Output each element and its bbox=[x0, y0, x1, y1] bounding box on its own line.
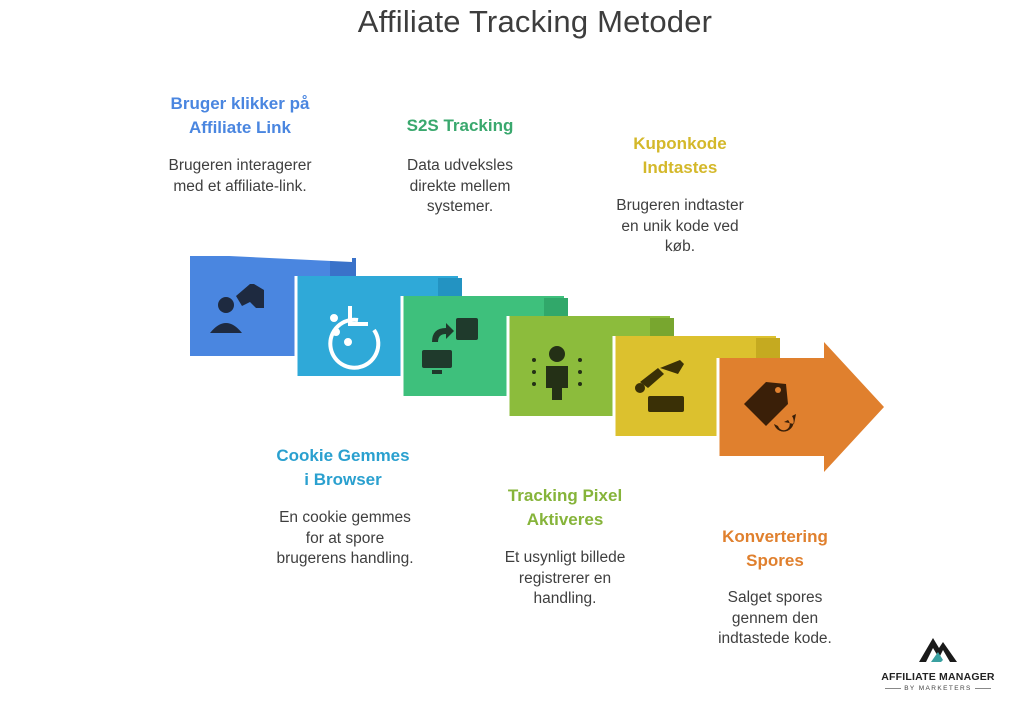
step-2-description: En cookie gemmes for at spore brugerens … bbox=[276, 509, 414, 567]
step-6-arrow bbox=[718, 342, 884, 472]
step-5-description: Brugeren indtaster en unik kode ved køb. bbox=[616, 197, 744, 255]
step-3-heading: S2S Tracking bbox=[406, 116, 514, 135]
step-6-heading: Konvertering Spores bbox=[722, 527, 828, 570]
step-4-description: Et usynligt billede registrerer en handl… bbox=[504, 549, 626, 607]
mountain-logo-icon bbox=[919, 638, 957, 662]
tag-refresh-icon bbox=[744, 382, 796, 432]
step-1-heading: Bruger klikker på Affiliate Link bbox=[170, 94, 310, 137]
step-6-block bbox=[718, 342, 884, 472]
step-5-heading: Kuponkode Indtastes bbox=[633, 134, 727, 177]
step-1-description: Brugeren interagerer med et affiliate-li… bbox=[168, 157, 312, 195]
step-3-description: Data udveksles direkte mellem systemer. bbox=[407, 157, 513, 215]
step-4-heading: Tracking Pixel Aktiveres bbox=[507, 486, 623, 529]
page-title: Affiliate Tracking Metoder bbox=[357, 4, 713, 39]
brand-logo: AFFILIATE MANAGER BY MARKETERS bbox=[878, 634, 998, 692]
server-exchange-icon bbox=[422, 318, 478, 374]
user-click-icon bbox=[210, 284, 264, 333]
logo-sub-text: BY MARKETERS bbox=[878, 685, 998, 692]
robot-arm-icon bbox=[635, 360, 684, 412]
logo-main-text: AFFILIATE MANAGER bbox=[881, 671, 995, 683]
person-tracking-icon bbox=[532, 346, 582, 400]
step-6-description: Salget spores gennem den indtastede kode… bbox=[718, 589, 832, 647]
step-2-heading: Cookie Gemmes i Browser bbox=[276, 446, 410, 489]
cookie-icon bbox=[328, 306, 381, 370]
